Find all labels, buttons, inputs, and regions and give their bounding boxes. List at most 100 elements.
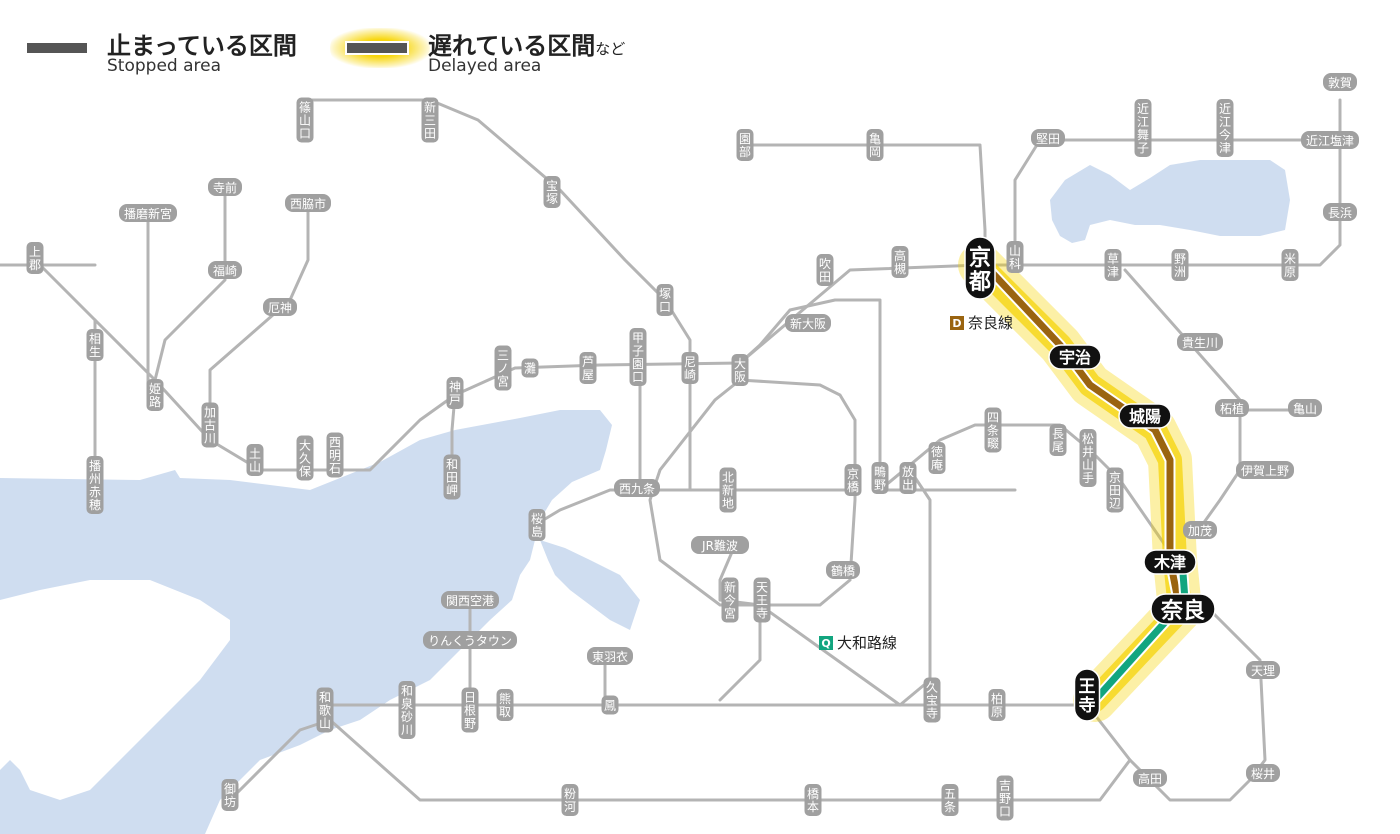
station-kitashinchi-label: 北新地 <box>722 471 734 511</box>
station-wakayama-label: 和歌山 <box>319 691 331 731</box>
station-sonobe-label: 園部 <box>739 132 751 159</box>
station-aioi: 相生 <box>86 329 104 361</box>
station-nada-label: 灘 <box>524 362 536 376</box>
station-yasu-label: 野洲 <box>1174 252 1186 279</box>
station-kusatsu-label: 草津 <box>1107 252 1119 279</box>
stopped-legend-label: 止まっている区間 <box>107 32 297 60</box>
station-tsuge: 柘植 <box>1215 399 1249 417</box>
station-amagasaki: 尼崎 <box>681 352 699 384</box>
station-banshuako: 播州赤穂 <box>86 456 104 514</box>
station-takada: 高田 <box>1133 769 1167 787</box>
station-teramae: 寺前 <box>208 178 242 196</box>
station-kibukawa-label: 貴生川 <box>1182 336 1218 350</box>
station-tsukaguchi: 塚口 <box>656 284 674 316</box>
station-tsuchiyama: 土山 <box>246 444 264 476</box>
legend: 止まっている区間 Stopped area 遅れている区間など Delayed … <box>0 22 700 82</box>
station-nishikujo-label: 西九条 <box>619 482 655 496</box>
stopped-legend-sub: Stopped area <box>107 56 222 76</box>
station-nishiakashi-label: 西明石 <box>329 436 341 476</box>
station-gojo: 五条 <box>941 784 959 816</box>
station-yakujin-label: 厄神 <box>268 301 292 315</box>
station-shinimamiya-label: 新今宮 <box>724 580 736 621</box>
station-kitashinchi: 北新地 <box>719 467 737 513</box>
station-omimaiko-label: 近江舞子 <box>1137 102 1149 155</box>
station-hineno: 日根野 <box>461 687 479 733</box>
delayed-swatch <box>345 41 409 55</box>
station-kameyama-label: 亀山 <box>1293 402 1317 416</box>
station-matsuiyamate: 松井山手 <box>1079 429 1097 487</box>
station-takatsuki-label: 高槻 <box>894 248 906 276</box>
station-nara-label: 奈良 <box>1160 598 1205 624</box>
station-nagahama: 長浜 <box>1323 203 1357 221</box>
station-nishiakashi: 西明石 <box>326 432 344 478</box>
station-kyotanabe-label: 京田辺 <box>1109 471 1121 511</box>
station-rinku-label: りんくうタウン <box>428 634 512 648</box>
station-okubo: 大久保 <box>296 435 314 481</box>
station-izumisunagawa-label: 和泉砂川 <box>401 684 413 737</box>
station-kamo: 加茂 <box>1183 521 1217 539</box>
station-shinosaka-label: 新大阪 <box>790 316 826 331</box>
nara-line-code: D <box>952 317 961 330</box>
station-shinsanda-label: 新三田 <box>424 100 436 141</box>
station-otori: 鳳 <box>601 695 619 715</box>
station-hashimoto-label: 橋本 <box>807 787 819 814</box>
station-kakogawa: 加古川 <box>201 402 219 448</box>
station-uji: 宇治 <box>1048 344 1102 370</box>
station-nishiwakishi-label: 西脇市 <box>290 196 326 211</box>
station-kobe: 神戸 <box>446 377 464 409</box>
station-sakurajima: 桜島 <box>528 509 546 541</box>
station-nada: 灘 <box>521 358 539 378</box>
osaka-loop-line <box>648 378 857 607</box>
station-tenri-label: 天理 <box>1251 664 1275 678</box>
station-kizu: 木津 <box>1143 549 1197 575</box>
nara-line-name: 奈良線 <box>968 314 1013 332</box>
station-tsukaguchi-label: 塚口 <box>659 287 671 314</box>
station-kameoka: 亀岡 <box>866 129 884 161</box>
station-kameyama: 亀山 <box>1288 399 1322 417</box>
station-omishiotsu: 近江塩津 <box>1301 131 1359 149</box>
station-shijonawate-label: 四条畷 <box>987 411 999 451</box>
station-kamigori: 上郡 <box>26 242 44 274</box>
station-tennoji-label: 天王寺 <box>756 581 768 621</box>
station-hineno-label: 日根野 <box>464 691 476 731</box>
station-tsuge-label: 柘植 <box>1220 401 1244 416</box>
station-gobo-label: 御坊 <box>224 781 236 809</box>
station-katata-label: 堅田 <box>1036 132 1060 146</box>
station-jrnamba-label: JR難波 <box>701 538 738 553</box>
station-higashihagoromo-label: 東羽衣 <box>592 649 628 664</box>
station-kansaikuko: 関西空港 <box>441 591 499 609</box>
station-osaka: 大阪 <box>731 354 749 386</box>
yamatoji-line-name: 大和路線 <box>837 634 897 652</box>
station-sakurajima-label: 桜島 <box>531 512 543 539</box>
station-omishiotsu-label: 近江塩津 <box>1306 133 1354 148</box>
station-tokuan: 徳庵 <box>928 442 946 474</box>
station-ashiya: 芦屋 <box>579 352 597 384</box>
station-sasayamaguchi: 篠山口 <box>296 97 314 143</box>
station-sannomiya: 三ノ宮 <box>494 345 512 391</box>
station-takada-label: 高田 <box>1138 771 1162 786</box>
station-hanaten: 放出 <box>899 462 917 494</box>
station-kizu-label: 木津 <box>1153 553 1186 572</box>
station-osaka-label: 大阪 <box>734 357 746 384</box>
station-omimaiko: 近江舞子 <box>1134 99 1152 157</box>
station-omiimazu: 近江今津 <box>1216 99 1234 157</box>
station-yasu: 野洲 <box>1171 249 1189 281</box>
station-wadamisaki: 和田岬 <box>443 454 461 500</box>
station-sasayamaguchi-label: 篠山口 <box>299 100 311 141</box>
station-tsuruhashi: 鶴橋 <box>826 561 860 579</box>
station-joyo-label: 城陽 <box>1129 407 1161 426</box>
station-fukusaki-label: 福崎 <box>213 263 237 278</box>
station-aioi-label: 相生 <box>89 332 101 359</box>
station-rinku: りんくうタウン <box>423 631 517 649</box>
station-takarazuka-label: 宝塚 <box>546 179 558 206</box>
station-kumatori-label: 熊取 <box>499 691 511 719</box>
station-sakurai: 桜井 <box>1246 764 1280 782</box>
station-nishikujo: 西九条 <box>614 479 660 497</box>
station-nagao-label: 長尾 <box>1052 427 1064 454</box>
station-kyobashi: 京橋 <box>844 464 862 496</box>
station-harimashingu-label: 播磨新宮 <box>124 206 172 221</box>
station-shigino-label: 鴫野 <box>874 465 886 492</box>
station-omiimazu-label: 近江今津 <box>1219 102 1231 155</box>
station-nara: 奈良 <box>1150 593 1216 625</box>
